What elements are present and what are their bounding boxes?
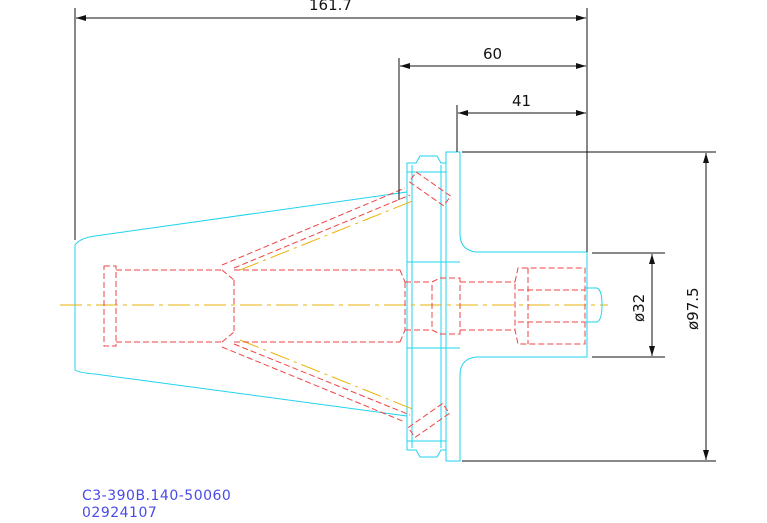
part-number: C3-390B.140-50060 [82, 488, 232, 504]
overall-length-label: 161.7 [309, 0, 352, 14]
flange-outline [406, 151, 588, 462]
hidden-lines [103, 171, 586, 439]
flange-diameter-label: ø97.5 [684, 287, 702, 330]
dimension-labels: 161.7 60 41 ø32 ø97.5 [309, 0, 702, 330]
item-code: 02924107 [82, 505, 158, 521]
end-stub [585, 287, 603, 323]
title-block: C3-390B.140-50060 02924107 [82, 488, 231, 522]
part-outline [74, 151, 588, 462]
taper-outline [74, 191, 408, 417]
dimension-lines [74, 8, 716, 462]
center-lines [60, 199, 608, 411]
flange-to-end-label: 60 [483, 45, 502, 63]
shank-diameter-label: ø32 [630, 294, 648, 322]
shank-length-label: 41 [512, 92, 531, 110]
